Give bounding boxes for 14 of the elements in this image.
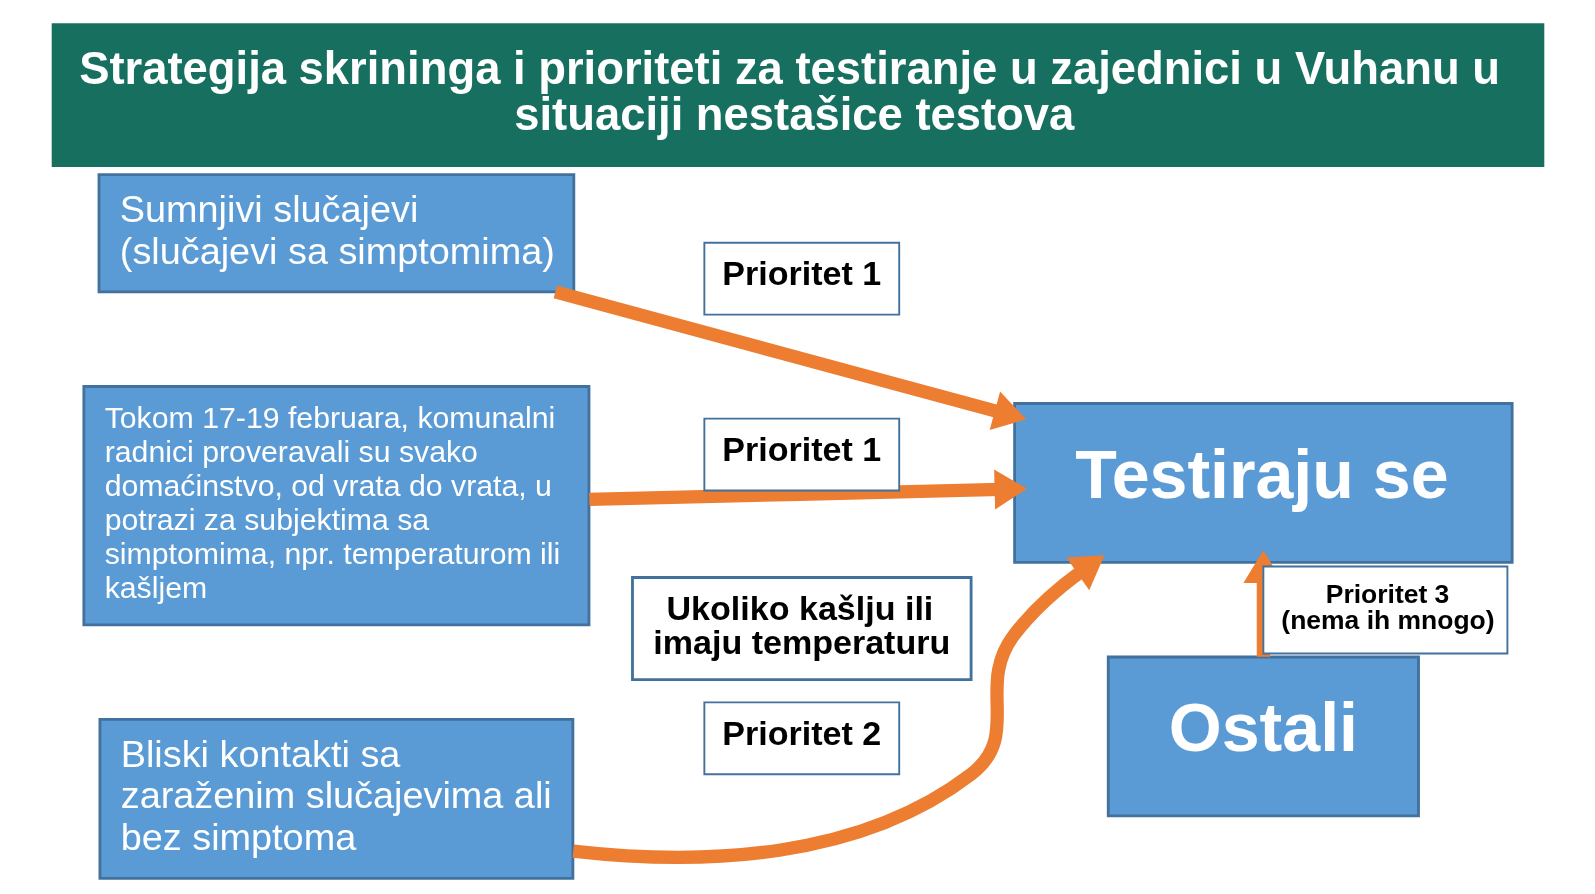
node-box: Tokom 17-19 februara, komunalni radnici proveravali su svako domaćinstvo, od vrata do vrata, u potrazi za subjektima sa simptomima, npr. temperaturom ili kašljem — [81, 385, 590, 627]
edge-label: Prioritet 3 (nema ih mnogo) — [1280, 578, 1495, 636]
arrow — [572, 555, 1104, 864]
edge-label: Prioritet 1 — [721, 430, 881, 468]
diagram-title: Strategija skrininga i prioriteti za testiranje u zajednici u Vuhanu u situaciji nestašice testova — [78, 43, 1500, 140]
arrow — [588, 469, 1027, 510]
node-box: Bliski kontakti sa zaraženim slučajevima ali bez simptoma — [98, 718, 574, 880]
node-box: Ostali — [1106, 655, 1420, 818]
node-box: Ukoliko kašlju ili imaju temperaturu — [630, 576, 972, 682]
node-box: Sumnjivi slučajevi (slučajevi sa simptomima) — [97, 173, 575, 294]
edge-label: Prioritet 1 — [721, 254, 881, 293]
node-box: Testiraju se — [1012, 402, 1514, 564]
arrow — [553, 285, 1026, 431]
edge-label: Prioritet 2 — [721, 713, 881, 752]
